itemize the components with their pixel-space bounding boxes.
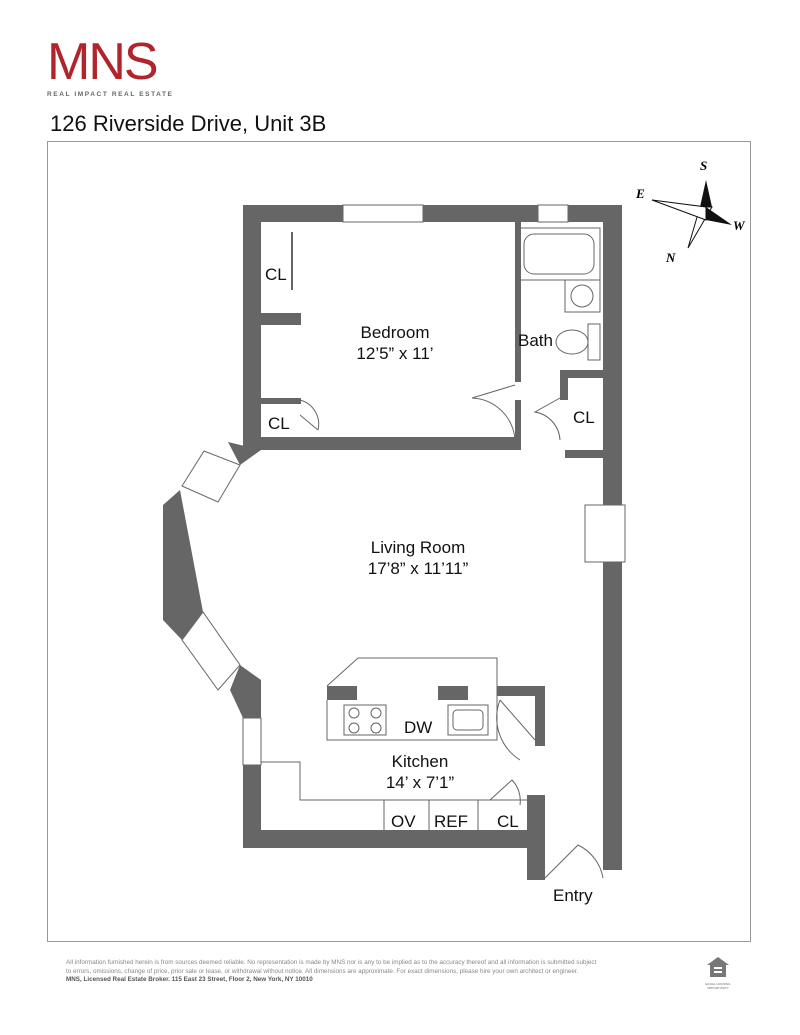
bedroom-size: 12’5” x 11’ [356,344,434,363]
logo-tagline: REAL IMPACT REAL ESTATE [47,91,174,98]
equal-housing-logo: EQUAL HOUSING OPPORTUNITY [700,956,736,991]
closet-label: CL [268,414,290,433]
living-room-name: Living Room [370,538,466,557]
broker-info: MNS, Licensed Real Estate Broker. 115 Ea… [66,976,313,984]
closet-label: CL [497,812,519,831]
closet-label: CL [265,265,287,284]
kitchen-size: 14’ x 7’1” [385,773,455,792]
compass: S E W N [635,158,746,265]
compass-e: E [635,186,645,201]
disclaimer-line-1: All information furnished herein is from… [66,959,597,966]
kitchen-label: Kitchen 14’ x 7’1” [360,751,480,793]
equal-housing-icon [707,957,729,977]
walls [163,205,622,880]
fixtures [261,227,604,879]
kitchen-name: Kitchen [391,752,449,771]
disclaimer-line-2: to errors, omissions, change of price, p… [66,967,579,975]
dishwasher-label: DW [404,718,433,737]
bath-label: Bath [518,331,553,350]
closet-label: CL [573,408,595,427]
bedroom-label: Bedroom 12’5” x 11’ [335,322,455,364]
footer-disclaimer: All information furnished herein is from… [66,959,706,985]
compass-w: W [733,218,746,233]
mns-logo: MNS REAL IMPACT REAL ESTATE [47,36,173,99]
bedroom-name: Bedroom [360,323,430,342]
compass-s: S [700,158,707,173]
entry-label: Entry [553,886,593,905]
equal-housing-caption: EQUAL HOUSING OPPORTUNITY [705,982,731,990]
windows [181,204,626,766]
refrigerator-label: REF [434,812,468,831]
floorplan-frame [47,141,751,942]
oven-label: OV [391,812,416,831]
compass-n: N [665,250,676,265]
living-room-size: 17’8” x 11’11” [367,559,469,578]
living-room-label: Living Room 17’8” x 11’11” [338,537,498,579]
logo-wordmark: MNS [47,33,159,91]
listing-title: 126 Riverside Drive, Unit 3B [50,111,327,136]
